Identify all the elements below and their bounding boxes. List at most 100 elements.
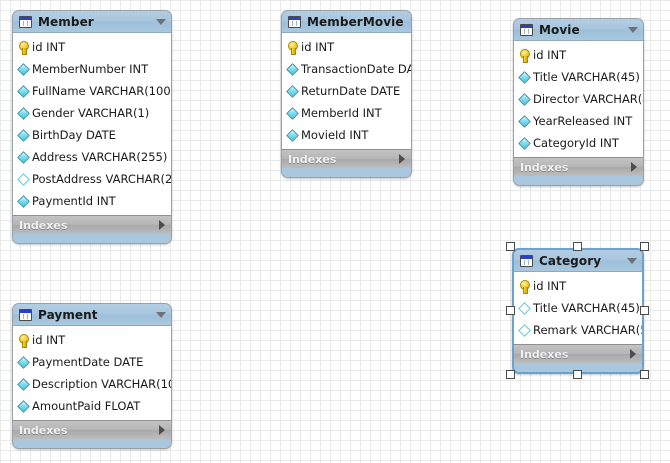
- indexes-section[interactable]: Indexes: [514, 344, 642, 363]
- indexes-section[interactable]: Indexes: [13, 215, 171, 234]
- table-column-row[interactable]: CategoryId INT: [514, 132, 643, 154]
- table-icon: [520, 254, 533, 267]
- table-node-membermovie[interactable]: MemberMovie id INT TransactionDate DATE Ret…: [281, 10, 412, 178]
- table-footer-strip: [13, 234, 171, 243]
- table-column-row[interactable]: PaymentId INT: [13, 190, 171, 212]
- chevron-down-icon[interactable]: [156, 18, 166, 25]
- column-label: Title VARCHAR(45): [533, 301, 640, 315]
- handle-bottom-right[interactable]: [640, 370, 649, 379]
- column-label: id INT: [533, 48, 567, 62]
- chevron-down-icon[interactable]: [409, 18, 411, 25]
- table-column-row[interactable]: id INT: [514, 44, 643, 66]
- table-title-bar[interactable]: Category: [514, 250, 642, 272]
- column-label: YearReleased INT: [533, 114, 633, 128]
- table-column-row[interactable]: YearReleased INT: [514, 110, 643, 132]
- table-column-row[interactable]: id INT: [514, 275, 642, 297]
- chevron-right-icon[interactable]: [159, 220, 165, 230]
- column-icon: [18, 357, 29, 368]
- column-icon: [18, 108, 29, 119]
- indexes-section[interactable]: Indexes: [13, 420, 171, 439]
- table-column-row[interactable]: Remark VARCHAR(500): [514, 319, 642, 341]
- indexes-label: Indexes: [288, 152, 337, 166]
- table-footer-strip: [514, 176, 643, 185]
- table-column-row[interactable]: Description VARCHAR(100): [13, 373, 171, 395]
- column-label: Title VARCHAR(45): [533, 70, 640, 84]
- column-icon: [519, 72, 530, 83]
- table-column-row[interactable]: MemberNumber INT: [13, 58, 171, 80]
- column-icon: [519, 138, 530, 149]
- table-column-row[interactable]: Gender VARCHAR(1): [13, 102, 171, 124]
- indexes-label: Indexes: [19, 218, 68, 232]
- chevron-down-icon[interactable]: [156, 311, 166, 318]
- table-frame: MemberMovie id INT TransactionDate DATE Ret…: [281, 10, 412, 178]
- table-frame: Member id INT MemberNumber INT FullName VAR…: [12, 10, 172, 244]
- table-node-member[interactable]: Member id INT MemberNumber INT FullName VAR…: [12, 10, 172, 244]
- chevron-right-icon[interactable]: [159, 425, 165, 435]
- table-title-bar[interactable]: Member: [13, 11, 171, 33]
- table-node-category[interactable]: Category id INT Title VARCHAR(45) Remark VA…: [512, 248, 644, 374]
- chevron-right-icon[interactable]: [399, 154, 405, 164]
- indexes-section[interactable]: Indexes: [514, 157, 643, 176]
- chevron-right-icon[interactable]: [631, 162, 637, 172]
- table-column-row[interactable]: Title VARCHAR(45): [514, 66, 643, 88]
- table-icon: [520, 23, 533, 36]
- table-node-movie[interactable]: Movie id INT Title VARCHAR(45) Director VAR…: [513, 18, 644, 186]
- table-column-row[interactable]: AmountPaid FLOAT: [13, 395, 171, 417]
- column-label: PaymentDate DATE: [32, 355, 144, 369]
- table-icon: [288, 15, 301, 28]
- handle-bottom-left[interactable]: [506, 370, 515, 379]
- indexes-section[interactable]: Indexes: [282, 149, 411, 168]
- table-column-row[interactable]: id INT: [13, 329, 171, 351]
- chevron-down-icon[interactable]: [628, 26, 638, 33]
- table-column-row[interactable]: Title VARCHAR(45): [514, 297, 642, 319]
- table-name-label: Category: [539, 253, 602, 268]
- column-label: id INT: [533, 279, 567, 293]
- table-column-row[interactable]: PaymentDate DATE: [13, 351, 171, 373]
- handle-bottom-center[interactable]: [573, 370, 582, 379]
- column-label: Director VARCHAR(45): [533, 92, 643, 106]
- table-columns: id INT Title VARCHAR(45) Director VARCHAR(…: [514, 41, 643, 157]
- table-column-row[interactable]: BirthDay DATE: [13, 124, 171, 146]
- column-label: TransactionDate DATE: [301, 62, 412, 76]
- table-title-bar[interactable]: Payment: [13, 304, 171, 326]
- column-label: BirthDay DATE: [32, 128, 116, 142]
- handle-middle-right[interactable]: [640, 306, 649, 315]
- key-icon: [287, 40, 298, 55]
- table-column-row[interactable]: ReturnDate DATE: [282, 80, 411, 102]
- column-icon: [287, 108, 298, 119]
- handle-middle-left[interactable]: [506, 306, 515, 315]
- table-column-row[interactable]: Address VARCHAR(255): [13, 146, 171, 168]
- column-label: AmountPaid FLOAT: [32, 399, 141, 413]
- table-column-row[interactable]: id INT: [13, 36, 171, 58]
- column-label: Remark VARCHAR(500): [533, 323, 642, 337]
- table-title-bar[interactable]: Movie: [514, 19, 643, 41]
- key-icon: [18, 40, 29, 55]
- column-icon: [18, 64, 29, 75]
- table-column-row[interactable]: MemberId INT: [282, 102, 411, 124]
- table-node-payment[interactable]: Payment id INT PaymentDate DATE Description…: [12, 303, 172, 449]
- table-title-bar[interactable]: MemberMovie: [282, 11, 411, 33]
- table-column-row[interactable]: FullName VARCHAR(100): [13, 80, 171, 102]
- table-column-row[interactable]: TransactionDate DATE: [282, 58, 411, 80]
- chevron-right-icon[interactable]: [630, 349, 636, 359]
- column-label: id INT: [32, 333, 66, 347]
- column-label: CategoryId INT: [533, 136, 619, 150]
- table-footer-strip: [282, 168, 411, 177]
- table-column-row[interactable]: id INT: [282, 36, 411, 58]
- column-label: FullName VARCHAR(100): [32, 84, 172, 98]
- column-label: MemberNumber INT: [32, 62, 149, 76]
- table-column-row[interactable]: Director VARCHAR(45): [514, 88, 643, 110]
- chevron-down-icon[interactable]: [627, 257, 637, 264]
- table-name-label: Payment: [38, 307, 98, 322]
- column-label: id INT: [32, 40, 66, 54]
- table-name-label: MemberMovie: [307, 14, 404, 29]
- handle-top-left[interactable]: [506, 242, 515, 251]
- handle-top-right[interactable]: [640, 242, 649, 251]
- table-column-row[interactable]: MovieId INT: [282, 124, 411, 146]
- table-column-row[interactable]: PostAddress VARCHAR(255): [13, 168, 171, 190]
- handle-top-center[interactable]: [573, 242, 582, 251]
- table-frame: Payment id INT PaymentDate DATE Description…: [12, 303, 172, 449]
- table-frame: Category id INT Title VARCHAR(45) Remark VA…: [512, 248, 644, 374]
- column-icon: [519, 325, 530, 336]
